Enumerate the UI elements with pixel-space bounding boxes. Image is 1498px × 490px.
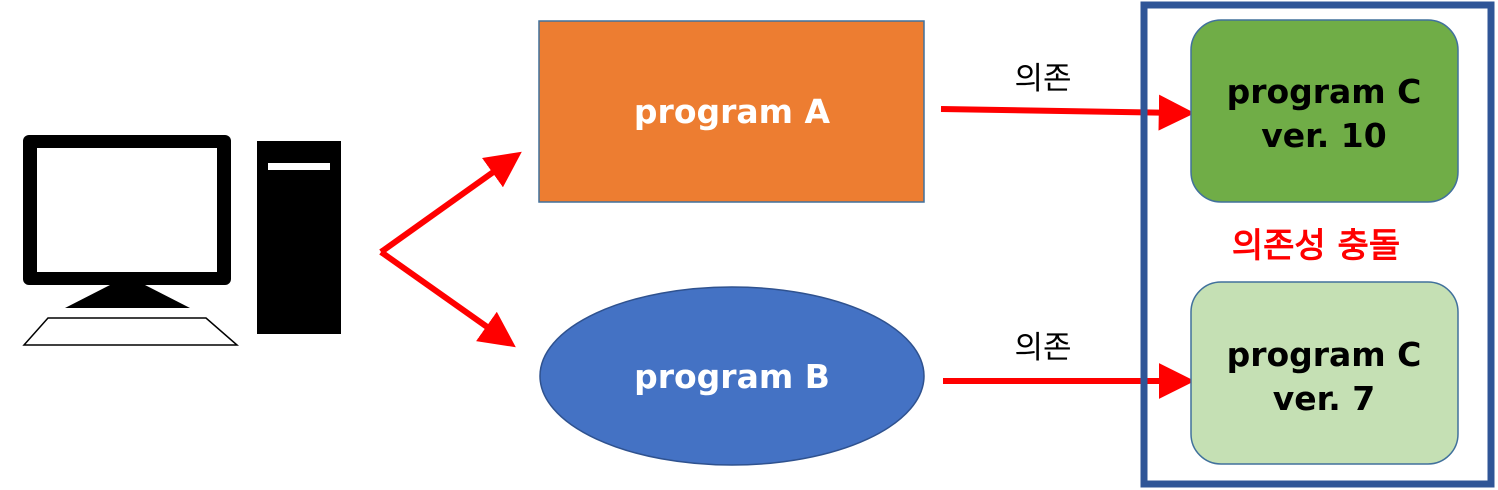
program-c7-node: program C ver. 7 <box>1190 281 1459 465</box>
dependency-label-b: 의존 <box>1014 330 1071 366</box>
arrow-a-to-c10 <box>940 94 1195 131</box>
conflict-label: 의존성 충돌 <box>1232 226 1400 266</box>
conflict-frame <box>1140 1 1495 488</box>
program-c10-line1: program C <box>1227 72 1422 111</box>
keyboard <box>22 317 240 346</box>
arrow-computer-to-b <box>379 249 516 348</box>
monitor-stand <box>65 285 190 308</box>
program-c10-line2: ver. 10 <box>1261 116 1386 155</box>
program-c7-line1: program C <box>1227 335 1422 374</box>
dependency-label-a: 의존 <box>1014 61 1071 97</box>
monitor-screen <box>37 148 217 272</box>
program-a-node: program A <box>538 20 925 203</box>
program-c7-line2: ver. 7 <box>1273 379 1375 418</box>
tower-drive-slot <box>268 163 330 170</box>
desktop-computer-icon <box>22 135 341 346</box>
program-c10-node: program C ver. 10 <box>1190 19 1459 203</box>
program-b-label: program B <box>634 357 830 396</box>
computer-tower <box>257 141 341 334</box>
arrow-computer-to-a <box>379 151 522 255</box>
program-a-label: program A <box>634 92 831 131</box>
program-b-node: program B <box>539 286 925 466</box>
